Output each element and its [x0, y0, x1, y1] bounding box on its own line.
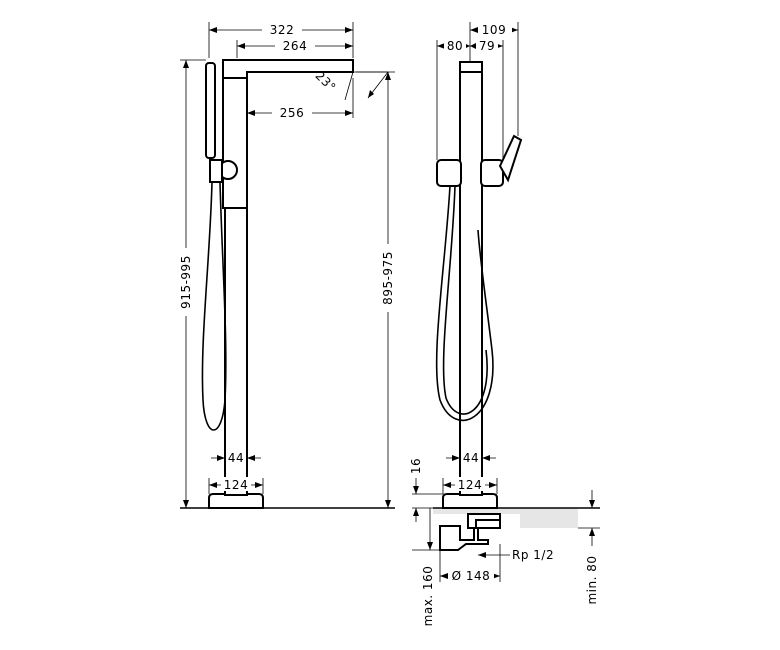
dim-spout-reach: 256 — [280, 106, 304, 120]
shower-hose-front — [435, 185, 494, 421]
mixer-handle-body — [480, 159, 504, 187]
dim-width-spout: 264 — [283, 39, 307, 53]
hand-shower — [205, 62, 216, 159]
front-view: 109 80 79 44 124 16 — [409, 22, 600, 626]
base-plate-front — [442, 493, 498, 509]
base-plate — [208, 493, 264, 509]
dim-right-offset: 79 — [479, 39, 495, 53]
dim-body-diameter: Ø 148 — [452, 569, 491, 583]
dim-height-inner: 895-975 — [381, 251, 395, 305]
dim-height-outer: 915-995 — [179, 255, 193, 309]
spout — [222, 59, 354, 79]
concealed-body — [439, 525, 489, 551]
dim-min-depth: min. 80 — [585, 555, 599, 604]
side-view: 322 264 256 23° 915-995 8 — [178, 22, 396, 509]
hose-outlet — [436, 159, 462, 187]
shower-holder — [209, 159, 223, 183]
mixer-lever — [498, 134, 523, 183]
shower-hose — [201, 181, 227, 431]
dim-base-diameter: 124 — [224, 478, 248, 492]
dim-pipe-diameter-front: 44 — [463, 451, 479, 465]
dim-thread: Rp 1/2 — [512, 548, 554, 562]
dim-left-offset: 80 — [447, 39, 463, 53]
dim-max-depth: max. 160 — [421, 566, 435, 627]
standpipe-front — [459, 61, 483, 496]
dim-handle-reach: 109 — [482, 23, 506, 37]
dim-base-thickness: 16 — [409, 458, 423, 474]
dim-width-total: 322 — [270, 23, 294, 37]
dim-base-diameter-front: 124 — [458, 478, 482, 492]
upper-body — [222, 59, 248, 209]
spout-top — [459, 61, 483, 73]
dim-pipe-diameter: 44 — [228, 451, 244, 465]
